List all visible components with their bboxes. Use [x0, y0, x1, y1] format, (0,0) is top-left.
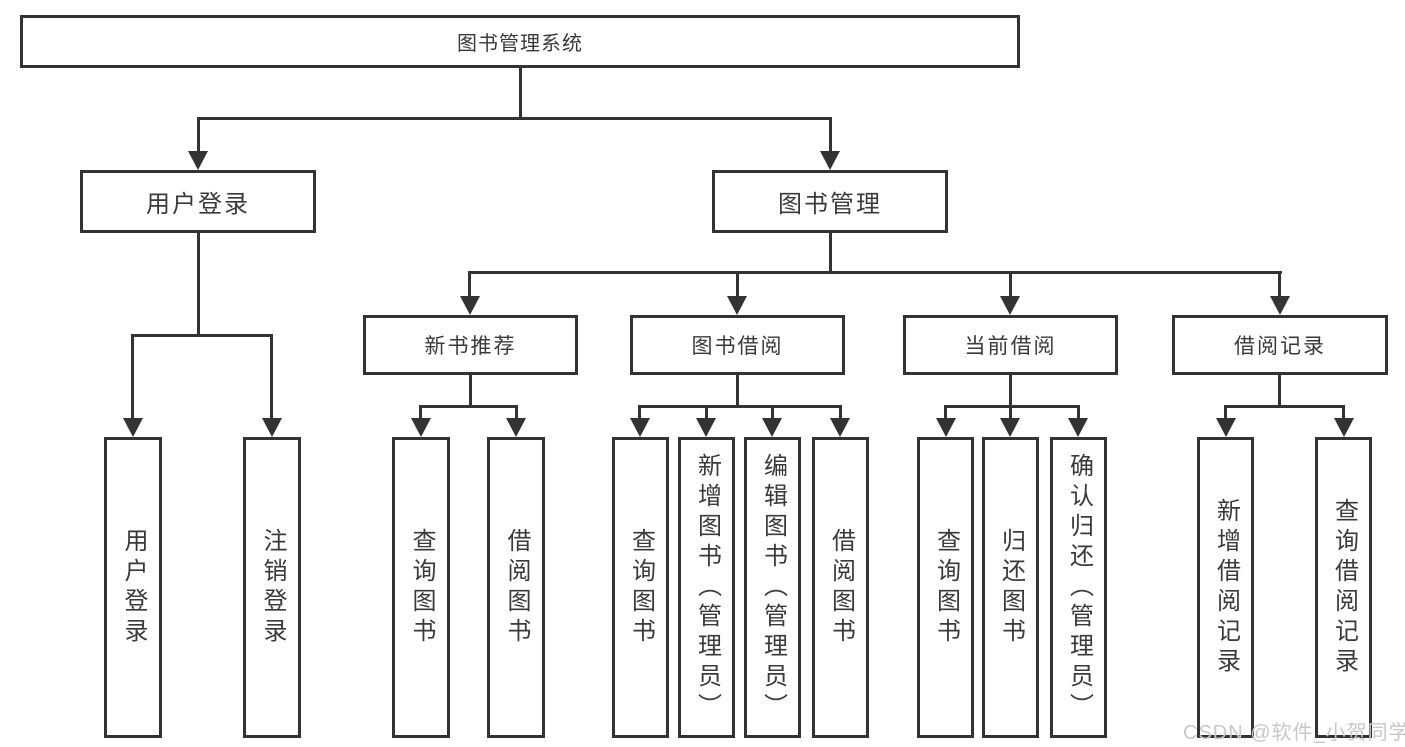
connector-drop-leaf [270, 334, 273, 419]
arrowhead-down-icon [762, 418, 782, 437]
leaf-user-login-label: 用户登录 [120, 527, 147, 648]
arrowhead-down-icon [460, 296, 480, 315]
node-book-borrow-label: 图书借阅 [691, 335, 784, 358]
arrowhead-down-icon [1334, 418, 1354, 437]
arrowhead-down-icon [630, 418, 650, 437]
connector-bookmgmt-horizontal [468, 271, 1282, 274]
leaf-query-borrow-record-label: 查询借阅记录 [1330, 497, 1358, 678]
node-borrow-records: 借阅记录 [1172, 315, 1388, 375]
connector-drop-lvl3 [468, 271, 471, 297]
arrowhead-down-icon [1000, 418, 1020, 437]
leaf-borrow-books-2: 借阅图书 [812, 437, 869, 738]
connector-userlogin-horizontal [131, 334, 273, 337]
node-new-book-recommend-label: 新书推荐 [424, 335, 517, 358]
arrowhead-down-icon [1000, 296, 1020, 315]
connector-drop-user-login [197, 117, 200, 152]
connector-drop-lvl3 [736, 271, 739, 297]
connector-drop-lvl3 [1009, 271, 1012, 297]
arrowhead-down-icon [727, 296, 747, 315]
arrowhead-down-icon [262, 418, 282, 437]
watermark-text: CSDN @软件_小贺同学 [1183, 722, 1405, 744]
leaf-add-books-admin-label: 新增图书（管理员） [693, 452, 721, 723]
connector-stem [1009, 375, 1012, 408]
leaf-query-books-1-label: 查询图书 [408, 527, 435, 648]
leaf-add-borrow-record-label: 新增借阅记录 [1212, 497, 1240, 678]
leaf-user-login: 用户登录 [104, 437, 162, 738]
leaf-query-books-2: 查询图书 [612, 437, 669, 738]
node-root: 图书管理系统 [20, 15, 1020, 68]
node-book-management: 图书管理 [712, 170, 948, 233]
arrowhead-down-icon [936, 418, 956, 437]
leaf-add-books-admin: 新增图书（管理员） [678, 437, 735, 738]
connector-drop-leaf [1077, 405, 1080, 419]
leaf-logout: 注销登录 [243, 437, 301, 738]
leaf-return-books-label: 归还图书 [997, 527, 1025, 648]
connector-stem [1278, 375, 1281, 408]
connector-drop-leaf [1009, 405, 1012, 419]
leaf-query-books-3-label: 查询图书 [932, 527, 960, 648]
node-current-borrow-label: 当前借阅 [964, 335, 1057, 358]
connector-drop-leaf [839, 405, 842, 419]
arrowhead-down-icon [1270, 296, 1290, 315]
connector-drop-leaf [771, 405, 774, 419]
leaf-borrow-books-1-label: 借阅图书 [503, 527, 530, 648]
connector-root-stem [519, 68, 522, 118]
connector-drop-lvl3 [1278, 271, 1281, 297]
connector-drop-leaf [944, 405, 947, 419]
arrowhead-down-icon [830, 418, 850, 437]
arrowhead-down-icon [1068, 418, 1088, 437]
node-book-borrow: 图书借阅 [630, 315, 845, 375]
connector-drop-leaf [131, 334, 134, 419]
connector-drop-leaf [1224, 405, 1227, 419]
arrowhead-down-icon [1216, 418, 1236, 437]
connector-horizontal [1224, 405, 1345, 408]
connector-drop-leaf [1342, 405, 1345, 419]
connector-drop-book-management [829, 117, 832, 152]
arrowhead-down-icon [696, 418, 716, 437]
connector-horizontal [419, 405, 518, 408]
node-current-borrow: 当前借阅 [903, 315, 1118, 375]
leaf-query-borrow-record: 查询借阅记录 [1315, 437, 1372, 738]
node-user-login-label: 用户登录 [146, 191, 250, 218]
connector-l1-horizontal [197, 117, 832, 120]
connector-bookmgmt-stem [829, 233, 832, 273]
connector-drop-leaf [638, 405, 641, 419]
leaf-edit-books-admin: 编辑图书（管理员） [744, 437, 801, 738]
node-new-book-recommend: 新书推荐 [363, 315, 578, 375]
arrowhead-down-icon [123, 418, 143, 437]
leaf-add-borrow-record: 新增借阅记录 [1197, 437, 1254, 738]
connector-drop-leaf [705, 405, 708, 419]
node-root-label: 图书管理系统 [457, 33, 583, 55]
connector-stem [736, 375, 739, 408]
connector-stem [469, 375, 472, 408]
arrowhead-down-icon [820, 151, 840, 170]
connector-drop-leaf [419, 405, 422, 419]
arrowhead-down-icon [506, 418, 526, 437]
leaf-logout-label: 注销登录 [259, 527, 286, 648]
leaf-query-books-3: 查询图书 [917, 437, 974, 738]
connector-horizontal [638, 405, 842, 408]
leaf-query-books-1: 查询图书 [392, 437, 450, 738]
leaf-borrow-books-2-label: 借阅图书 [827, 527, 855, 648]
leaf-confirm-return-admin-label: 确认归还（管理员） [1065, 452, 1093, 723]
leaf-borrow-books-1: 借阅图书 [487, 437, 545, 738]
node-user-login: 用户登录 [80, 170, 316, 233]
connector-horizontal [944, 405, 1080, 408]
arrowhead-down-icon [411, 418, 431, 437]
leaf-confirm-return-admin: 确认归还（管理员） [1050, 437, 1107, 738]
node-book-management-label: 图书管理 [778, 191, 882, 218]
leaf-query-books-2-label: 查询图书 [627, 527, 655, 648]
leaf-return-books: 归还图书 [982, 437, 1039, 738]
leaf-edit-books-admin-label: 编辑图书（管理员） [759, 452, 787, 723]
connector-drop-leaf [515, 405, 518, 419]
connector-userlogin-stem [197, 233, 200, 336]
arrowhead-down-icon [188, 151, 208, 170]
node-borrow-records-label: 借阅记录 [1234, 335, 1326, 358]
